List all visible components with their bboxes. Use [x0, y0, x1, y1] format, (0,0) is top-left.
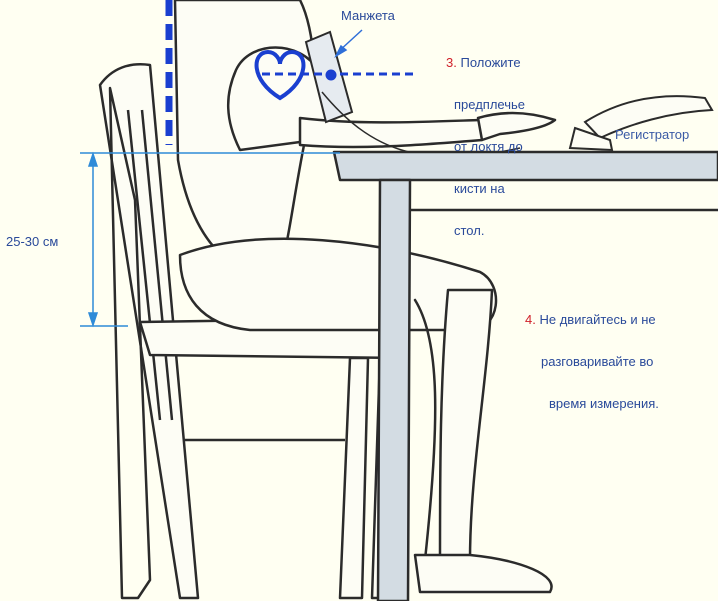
step-4-line-3: время измерения.	[525, 397, 659, 411]
step-3-number: 3.	[446, 55, 457, 70]
step-3-line-4: кисти на	[446, 182, 525, 196]
step-3-line-2: предплечье	[446, 98, 525, 112]
step-3-line-1: 3. Положите	[446, 56, 525, 70]
step-4-number: 4.	[525, 312, 536, 327]
height-dimension-label: 25-30 см	[6, 235, 58, 249]
step-4-line-1: 4. Не двигайтесь и не	[525, 313, 659, 327]
step-4-instruction: 4. Не двигайтесь и не разговаривайте во …	[525, 285, 659, 425]
cuff-label: Манжета	[341, 9, 395, 23]
table-top	[334, 152, 718, 180]
shoe	[415, 555, 552, 592]
step-3-instruction: 3. Положите предплечье от локтя до кисти…	[446, 28, 525, 252]
step-4-line-2: разговаривайте во	[525, 355, 659, 369]
shin	[440, 290, 492, 560]
table-leg	[378, 180, 410, 601]
step-3-line-5: стол.	[446, 224, 525, 238]
step-3-line-3: от локтя до	[446, 140, 525, 154]
recorder-label: Регистратор	[615, 128, 689, 142]
cuff-center-dot	[326, 70, 337, 81]
cuff-pointer-arrow	[336, 30, 362, 56]
